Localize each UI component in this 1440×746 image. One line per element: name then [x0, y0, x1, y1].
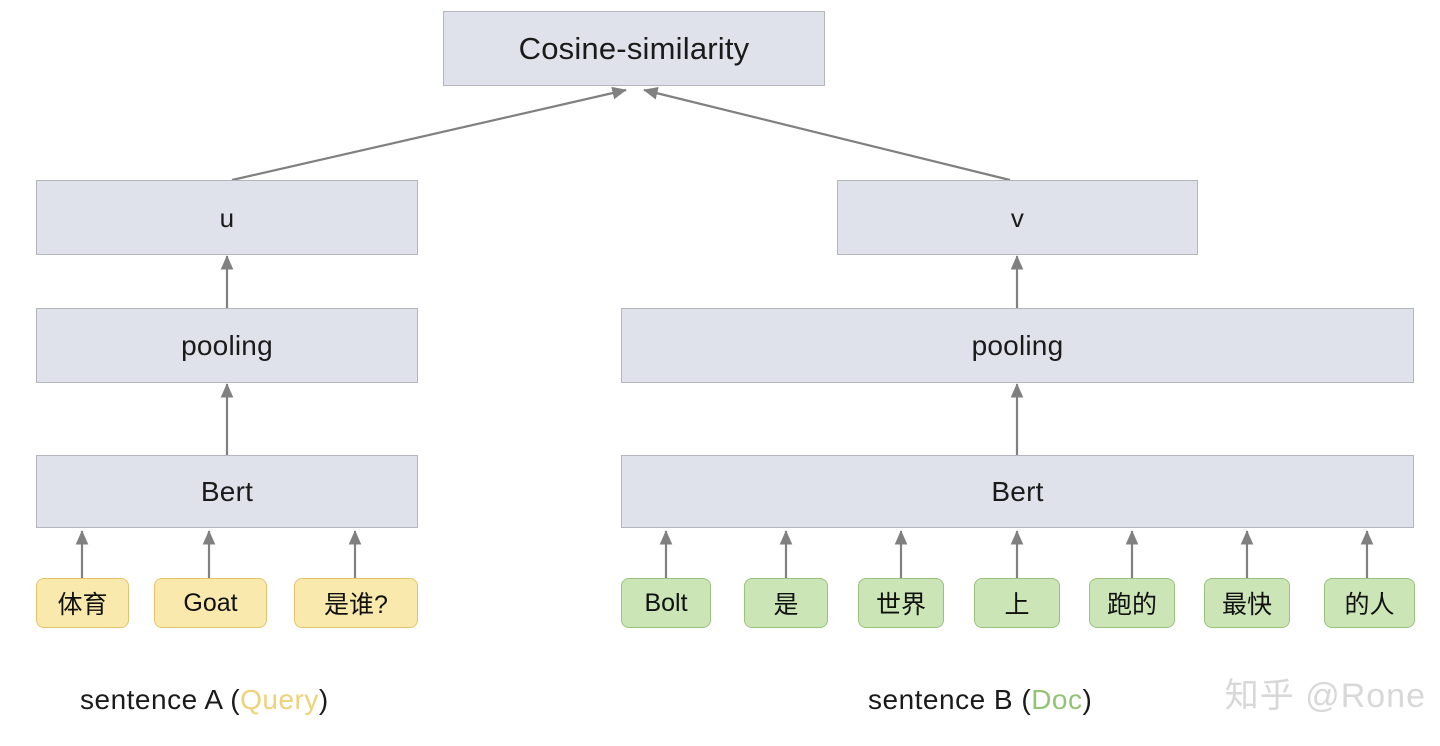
- token-chip-left-2: 是谁?: [294, 578, 418, 628]
- vector-u-label: u: [219, 202, 235, 233]
- vector-v-box: v: [837, 180, 1198, 255]
- token-chip-left-0: 体育: [36, 578, 129, 628]
- token-label: 跑的: [1106, 591, 1157, 619]
- cosine-similarity-box: Cosine-similarity: [443, 11, 825, 86]
- token-label: 的人: [1344, 591, 1395, 619]
- right-bert-label: Bert: [991, 475, 1044, 507]
- caption-prefix: sentence B (: [868, 684, 1032, 715]
- arrow-u-to-cosine: [231, 86, 627, 182]
- token-label: Goat: [183, 588, 238, 617]
- right-pooling-label: pooling: [971, 329, 1064, 361]
- token-label: 体育: [57, 591, 108, 619]
- token-label: Bolt: [644, 588, 688, 617]
- cosine-similarity-label: Cosine-similarity: [518, 31, 750, 66]
- caption-suffix: ): [318, 684, 329, 715]
- token-chip-right-6: 的人: [1324, 578, 1415, 628]
- caption-sentence-b: sentence B (Doc): [868, 684, 1092, 716]
- arrow-v-to-cosine: [643, 87, 1011, 182]
- token-chip-right-0: Bolt: [621, 578, 711, 628]
- token-label: 上: [1004, 591, 1030, 619]
- left-pooling-box: pooling: [36, 308, 418, 383]
- caption-prefix: sentence A (: [80, 684, 241, 715]
- token-chip-right-3: 上: [974, 578, 1060, 628]
- left-pooling-label: pooling: [181, 329, 273, 361]
- left-bert-box: Bert: [36, 455, 418, 528]
- caption-sentence-a: sentence A (Query): [80, 684, 329, 716]
- caption-accent-query: Query: [240, 684, 319, 715]
- token-label: 最快: [1221, 591, 1272, 619]
- watermark: 知乎 @Rone: [1224, 677, 1426, 715]
- token-chip-right-4: 跑的: [1089, 578, 1175, 628]
- left-bert-label: Bert: [200, 475, 254, 507]
- token-label: 是: [773, 591, 799, 619]
- vector-u-box: u: [36, 180, 418, 255]
- vector-v-label: v: [1010, 202, 1025, 233]
- right-pooling-box: pooling: [621, 308, 1414, 383]
- right-bert-box: Bert: [621, 455, 1414, 528]
- caption-suffix: ): [1082, 684, 1093, 715]
- token-label: 是谁?: [324, 591, 388, 619]
- token-label: 世界: [875, 591, 926, 619]
- caption-accent-doc: Doc: [1031, 684, 1083, 715]
- token-chip-right-5: 最快: [1204, 578, 1290, 628]
- token-chip-right-2: 世界: [858, 578, 944, 628]
- token-chip-left-1: Goat: [154, 578, 267, 628]
- token-chip-right-1: 是: [744, 578, 828, 628]
